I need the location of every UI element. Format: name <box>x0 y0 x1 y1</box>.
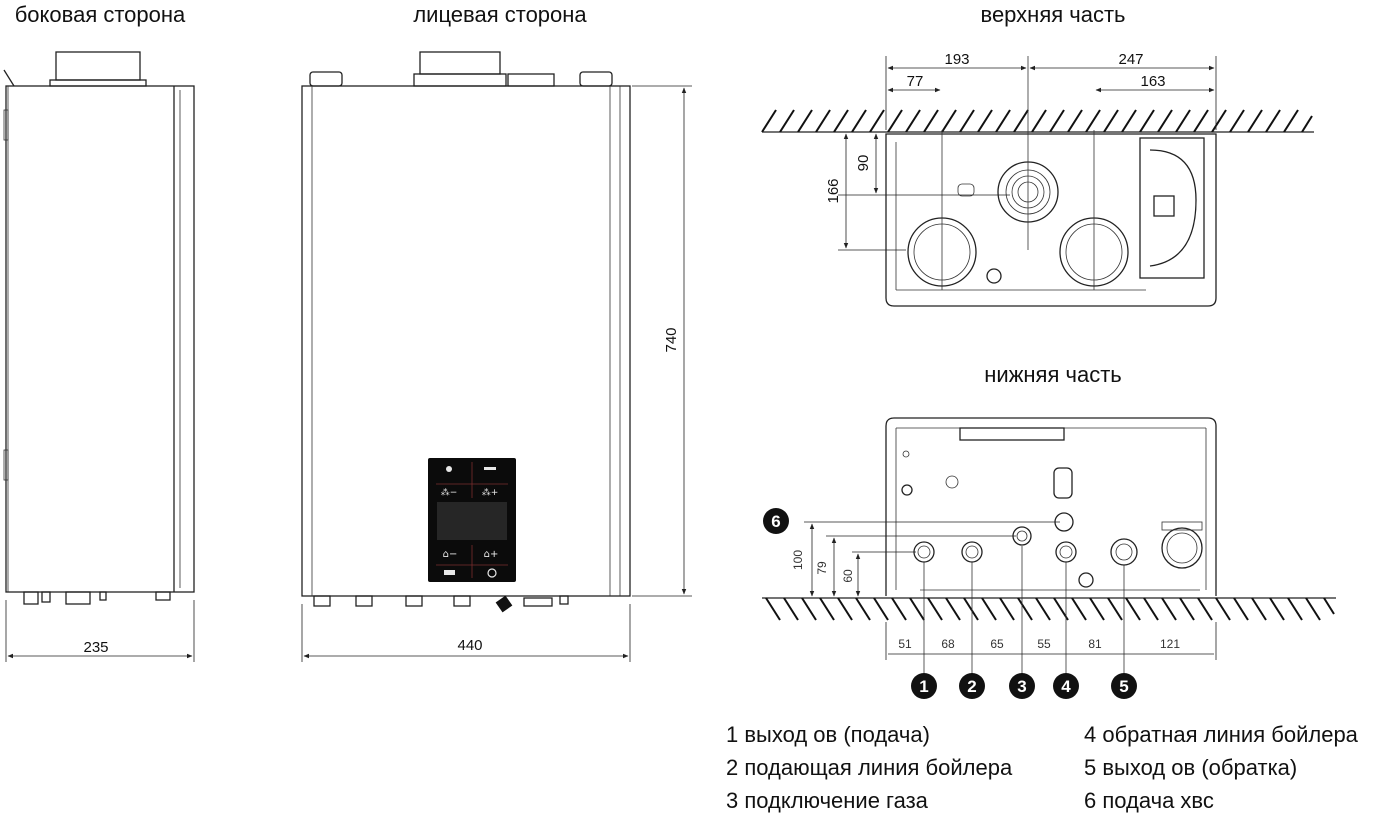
badge-5 <box>1111 673 1137 699</box>
top-dim-77: 77 <box>907 73 924 90</box>
water-plus-button[interactable]: ⌂+ <box>484 549 499 560</box>
badge-3-label: 3 <box>1017 677 1026 696</box>
display-screen <box>437 502 507 540</box>
heat-minus-button[interactable]: ⁂− <box>441 487 458 498</box>
legend-item-4: 4 обратная линия бойлера <box>1084 722 1359 747</box>
spacing-dim-1: 51 <box>898 637 912 651</box>
top-dim-247: 247 <box>1118 51 1143 68</box>
spacing-dim-6: 121 <box>1160 637 1180 651</box>
power-button[interactable] <box>446 466 452 472</box>
badge-6-label: 6 <box>771 512 780 531</box>
water-minus-button[interactable]: ⌂− <box>443 549 458 560</box>
top-dim-90: 90 <box>855 155 872 172</box>
top-view-title: верхняя часть <box>981 2 1126 27</box>
reset-button[interactable] <box>487 568 497 578</box>
legend-item-5: 5 выход ов (обратка) <box>1084 755 1297 780</box>
front-width-label: 440 <box>457 637 482 654</box>
legend-item-6: 6 подача хвс <box>1084 788 1214 813</box>
spacing-dim-5: 81 <box>1088 637 1102 651</box>
badge-6 <box>763 508 789 534</box>
side-width-label: 235 <box>83 639 108 656</box>
badge-5-label: 5 <box>1119 677 1128 696</box>
legend: 1 выход ов (подача) 2 подающая линия бой… <box>726 722 1359 813</box>
badge-4-label: 4 <box>1061 677 1071 696</box>
side-view-title: боковая сторона <box>15 2 186 27</box>
top-dim-166: 166 <box>825 178 842 203</box>
heat-plus-button[interactable]: ⁂+ <box>482 487 499 498</box>
front-height-label: 740 <box>663 327 680 352</box>
spacing-dim-3: 65 <box>990 637 1004 651</box>
mode-button[interactable] <box>484 467 496 470</box>
top-dim-193: 193 <box>944 51 969 68</box>
side-view: 235 <box>3 51 195 662</box>
badge-1 <box>911 673 937 699</box>
legend-item-2: 2 подающая линия бойлера <box>726 755 1013 780</box>
front-view-title: лицевая сторона <box>413 2 587 27</box>
badge-2-label: 2 <box>967 677 976 696</box>
comfort-button[interactable] <box>444 570 455 575</box>
badge-3 <box>1009 673 1035 699</box>
bottom-view: 100 79 60 51 68 65 55 81 121 1 2 3 4 5 6 <box>762 417 1336 699</box>
front-view: ⁂− ⁂+ ⌂− ⌂+ 440 740 <box>301 51 692 662</box>
badge-2 <box>959 673 985 699</box>
top-view: 193 247 77 163 90 166 <box>761 51 1314 307</box>
bottom-dim-79: 79 <box>815 561 829 575</box>
legend-item-1: 1 выход ов (подача) <box>726 722 930 747</box>
top-dim-163: 163 <box>1140 73 1165 90</box>
bottom-dim-60: 60 <box>841 569 855 583</box>
bottom-dim-100: 100 <box>791 550 805 570</box>
badge-4 <box>1053 673 1079 699</box>
spacing-dim-4: 55 <box>1037 637 1051 651</box>
spacing-dim-2: 68 <box>941 637 955 651</box>
bottom-view-title: нижняя часть <box>984 362 1121 387</box>
legend-item-3: 3 подключение газа <box>726 788 929 813</box>
badge-1-label: 1 <box>919 677 928 696</box>
